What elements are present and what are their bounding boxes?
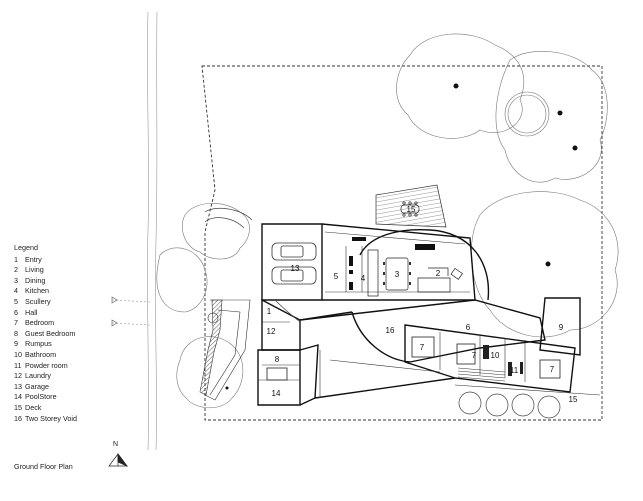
legend-item-number: 15	[14, 402, 22, 412]
retaining-wall	[199, 299, 223, 396]
legend-item-label: Living	[25, 265, 44, 275]
legend-item-number: 12	[14, 371, 22, 381]
legend-item: 9 Rumpus	[14, 339, 77, 350]
room-tag-bedroom-3: 7	[550, 365, 555, 374]
legend-item-number: 5	[14, 296, 18, 306]
north-label: N	[113, 441, 119, 448]
planter-icon	[207, 312, 219, 324]
legend-item-number: 4	[14, 286, 18, 296]
north-arrow-icon	[108, 452, 129, 467]
bathroom-fixtures	[483, 345, 523, 376]
legend-item: 7 Bedroom	[14, 318, 77, 329]
legend-item-number: 10	[14, 349, 22, 359]
property-boundary	[201, 65, 603, 421]
legend-item-number: 14	[14, 392, 22, 402]
room-tag-bedroom: 7	[420, 343, 425, 352]
plan-title: Ground Floor Plan	[14, 462, 73, 471]
legend: Legend 1 Entry 2 Living 3 Dining 4 Kitchen 5 Scul…	[14, 243, 77, 424]
dining-chairs	[383, 262, 411, 285]
legend-item-number: 13	[14, 381, 22, 391]
upper-deck	[375, 184, 447, 228]
legend-item-label: Bathroom	[25, 349, 57, 359]
scullery-fittings	[349, 237, 435, 290]
legend-item-label: Powder room	[25, 360, 68, 370]
legend-item: 3 Dining	[14, 276, 77, 287]
legend-item-label: PoolStore	[25, 392, 57, 402]
tree-trunks	[225, 83, 578, 390]
legend-item-label: Two Storey Void	[25, 413, 77, 423]
kitchen-island	[367, 249, 409, 297]
legend-item-number: 7	[14, 318, 18, 328]
stairs	[457, 367, 506, 382]
legend-item-number: 16	[14, 413, 22, 423]
legend-item-label: Rumpus	[25, 339, 52, 349]
building-walls	[257, 223, 581, 406]
legend-item-label: Kitchen	[25, 286, 49, 296]
legend-item-label: Garage	[25, 381, 49, 391]
bed-icons	[266, 336, 561, 381]
legend-item: 8 Guest Bedroom	[14, 329, 77, 340]
room-tag-garage: 13	[291, 264, 300, 273]
legend-item-number: 11	[14, 360, 22, 370]
legend-item-number: 8	[14, 328, 18, 338]
street-verge	[111, 11, 158, 451]
room-tag-kitchen: 4	[361, 274, 366, 283]
room-tag-scullery: 5	[334, 272, 339, 281]
survey-marker-icons	[111, 296, 118, 327]
room-tag-powder-room: 11	[510, 366, 519, 375]
legend-item-label: Guest Bedroom	[25, 328, 76, 338]
legend-item-number: 1	[14, 254, 18, 264]
legend-item-label: Dining	[25, 275, 46, 285]
room-tag-living: 2	[436, 269, 441, 278]
garden-paths	[204, 207, 301, 323]
legend-item-number: 3	[14, 275, 18, 285]
legend-item: 5 Scullery	[14, 297, 77, 308]
room-tag-deck: 15	[407, 205, 416, 214]
car-icons	[271, 242, 317, 285]
legend-item-number: 2	[14, 265, 18, 275]
legend-item-label: Deck	[25, 402, 42, 412]
room-tag-entry: 1	[267, 307, 272, 316]
room-tag-pool-store: 14	[272, 389, 281, 398]
room-tag-rumpus: 9	[559, 323, 564, 332]
room-tag-void: 16	[386, 326, 395, 335]
legend-title: Legend	[14, 243, 38, 252]
legend-item-label: Hall	[25, 307, 38, 317]
room-tag-deck-2: 15	[569, 395, 578, 404]
legend-item: 1 Entry	[14, 255, 77, 266]
legend-item: 2 Living	[14, 265, 77, 276]
room-tag-dining: 3	[395, 270, 400, 279]
room-tag-bedroom-2: 7	[472, 351, 477, 360]
outdoor-table-icon	[400, 201, 420, 217]
room-tag-guest-bedroom: 8	[275, 355, 280, 364]
legend-item: 6 Hall	[14, 308, 77, 319]
legend-item-label: Bedroom	[25, 318, 55, 328]
legend-items: 1 Entry 2 Living 3 Dining 4 Kitchen 5 Scullery 6 Ha…	[14, 255, 77, 425]
legend-item-number: 9	[14, 339, 18, 349]
legend-item-label: Entry	[25, 254, 42, 264]
legend-item: 4 Kitchen	[14, 286, 77, 297]
shrub-icons	[458, 391, 561, 419]
legend-item-number: 6	[14, 307, 18, 317]
room-tag-laundry: 12	[267, 327, 276, 336]
interior-partitions	[204, 231, 526, 401]
room-tag-bathroom: 10	[491, 351, 500, 360]
legend-item-label: Laundry	[25, 371, 51, 381]
room-tags: 1 2 3 4 5 6 7 7 7 8 9 10 11 12 13 14 15 …	[267, 205, 578, 404]
room-tag-hall: 6	[466, 323, 471, 332]
lower-deck-edge	[454, 384, 601, 396]
legend-item-label: Scullery	[25, 296, 51, 306]
sofa-icon	[417, 267, 463, 293]
